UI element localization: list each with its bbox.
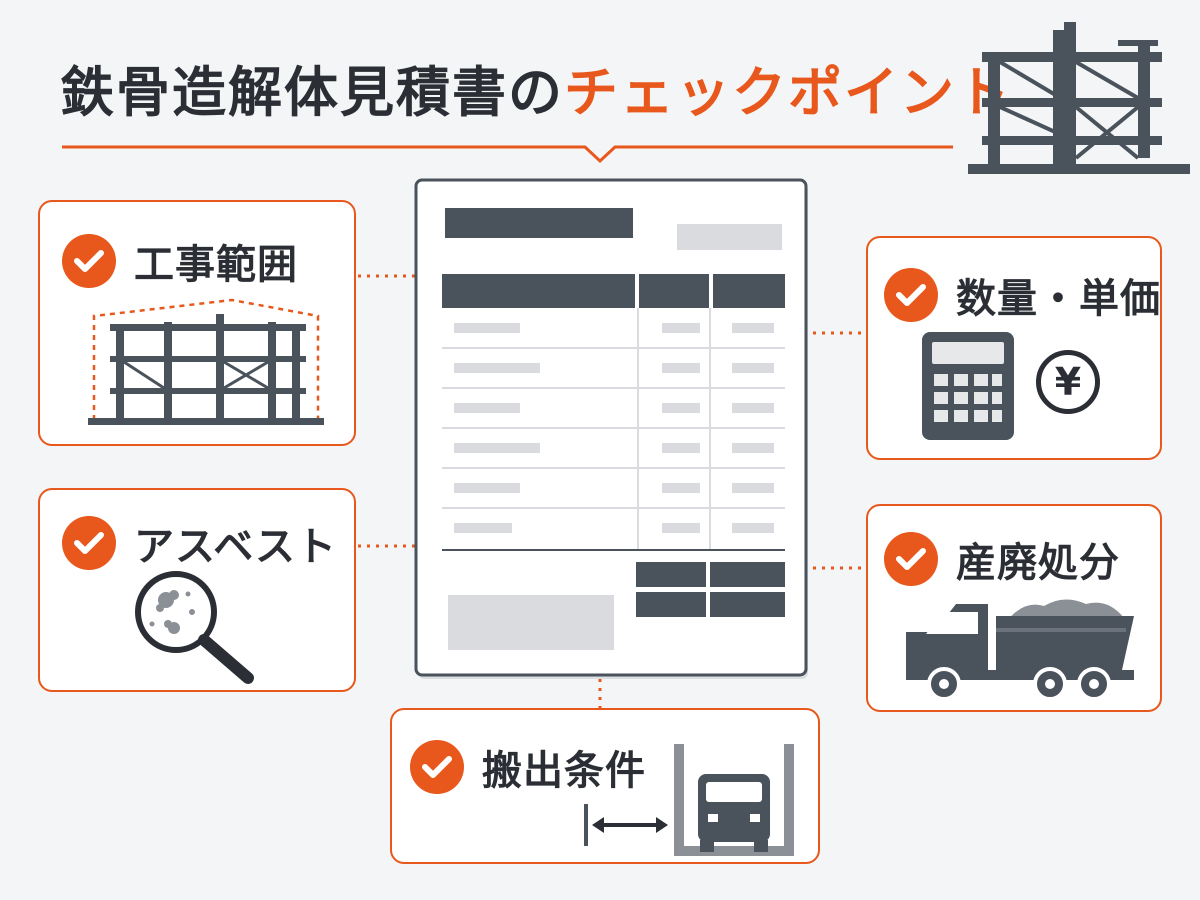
yen-symbol: ¥ xyxy=(1054,360,1082,404)
yen-coin-icon: ¥ xyxy=(1036,350,1100,414)
check-icon xyxy=(884,268,938,322)
checkpoint-card-removal-conditions: 搬出条件 xyxy=(390,708,820,864)
check-icon xyxy=(410,740,464,794)
steel-frame-building-icon xyxy=(968,22,1190,174)
checkpoint-label: 工事範囲 xyxy=(134,242,298,288)
checkpoint-card-quantity-price: 数量・単価 ¥ xyxy=(866,236,1162,460)
checkpoint-header: 数量・単価 xyxy=(884,266,1161,324)
dump-truck-icon xyxy=(906,599,1134,701)
magnifier-asbestos-icon xyxy=(135,571,254,684)
calculator-icon xyxy=(922,332,1014,440)
check-icon xyxy=(884,532,938,586)
page-title: 鉄骨造解体見積書のチェックポイント xyxy=(60,58,1010,128)
checkpoint-card-asbestos: アスベスト xyxy=(38,488,356,692)
truck-access-icon xyxy=(584,744,794,856)
check-icon xyxy=(62,234,116,288)
check-icon xyxy=(62,516,116,570)
checkpoint-label: 搬出条件 xyxy=(482,748,646,794)
checkpoint-header: 工事範囲 xyxy=(62,232,298,290)
estimate-document-icon xyxy=(414,178,808,679)
title-main: 鉄骨造解体見積書の xyxy=(60,61,564,124)
checkpoint-label: アスベスト xyxy=(134,524,337,570)
checkpoint-header: 搬出条件 xyxy=(410,738,646,796)
title-accent: チェックポイント xyxy=(564,61,1012,124)
checkpoint-card-scope: 工事範囲 xyxy=(38,200,356,446)
checkpoint-card-waste-disposal: 産廃処分 xyxy=(866,504,1162,712)
checkpoint-header: アスベスト xyxy=(62,514,337,572)
checkpoint-header: 産廃処分 xyxy=(884,530,1120,588)
steel-frame-scope-icon xyxy=(88,298,324,425)
checkpoint-label: 産廃処分 xyxy=(956,540,1120,586)
checkpoint-label: 数量・単価 xyxy=(956,276,1161,322)
